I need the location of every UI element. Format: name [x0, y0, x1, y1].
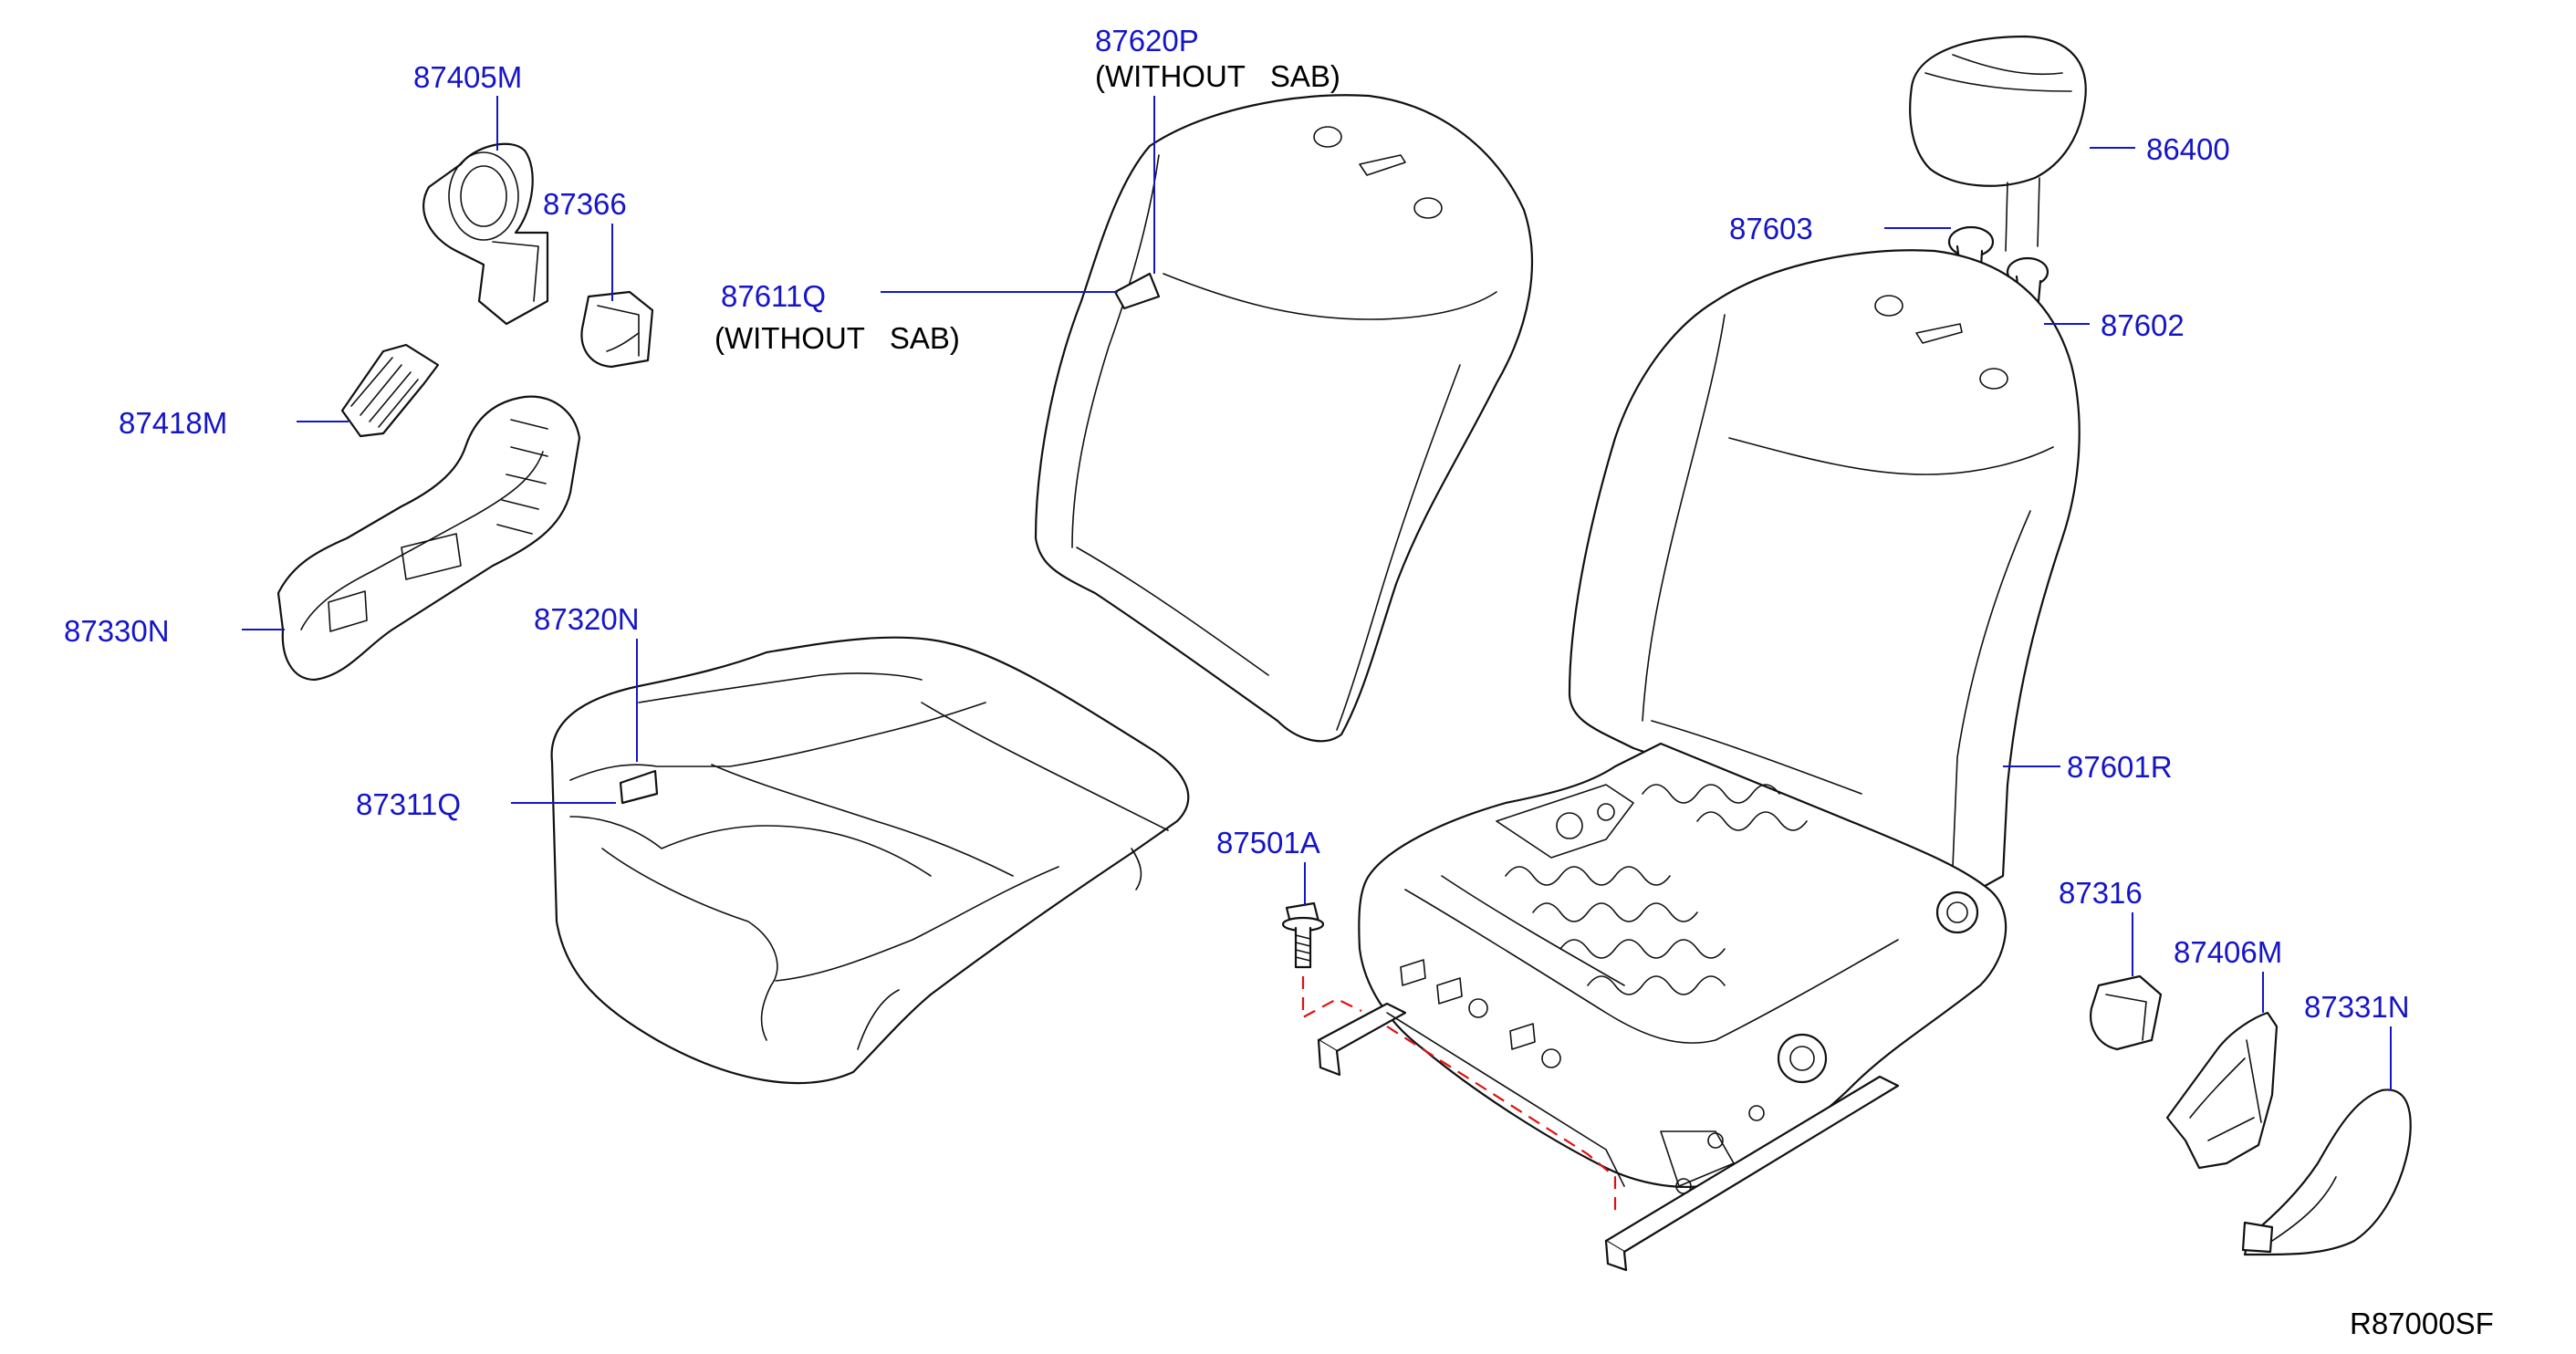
label-87406M: 87406M	[2174, 935, 2282, 969]
note-without-sab-87611Q: (WITHOUT SAB)	[714, 321, 960, 355]
label-87418M: 87418M	[119, 406, 227, 440]
label-87603: 87603	[1729, 212, 1813, 245]
label-87602: 87602	[2101, 308, 2185, 342]
label-87611Q: 87611Q	[721, 279, 826, 313]
label-87316: 87316	[2059, 876, 2143, 910]
headrest-drawing	[1909, 35, 2087, 252]
part-87331N-drawing	[2241, 1088, 2412, 1256]
label-87311Q: 87311Q	[356, 787, 461, 821]
label-87501A: 87501A	[1216, 826, 1320, 859]
seat-assembly-drawing	[1317, 249, 2081, 1272]
part-87406M-drawing	[2165, 1011, 2279, 1170]
label-87320N: 87320N	[534, 602, 640, 636]
label-87330N: 87330N	[64, 614, 170, 648]
label-87620P: 87620P	[1095, 24, 1199, 57]
part-87316-drawing	[2090, 974, 2163, 1051]
label-87331N: 87331N	[2304, 990, 2410, 1024]
label-87601R: 87601R	[2067, 750, 2173, 784]
label-86400: 86400	[2146, 132, 2230, 166]
cushion-trim-drawing	[550, 636, 1190, 1085]
part-87405M-drawing	[422, 142, 549, 326]
leader-lines	[242, 96, 2392, 1090]
bolt-install-guide	[1301, 976, 1617, 1213]
note-without-sab-87620P: (WITHOUT SAB)	[1095, 59, 1340, 93]
back-trim-drawing	[1034, 94, 1533, 743]
part-87330N-drawing	[276, 395, 581, 682]
part-87501A-drawing	[1281, 901, 1325, 969]
label-87366: 87366	[543, 187, 627, 221]
reference-code: R87000SF	[2350, 1307, 2494, 1340]
part-87418M-drawing	[340, 343, 440, 438]
part-87366-drawing	[580, 290, 654, 369]
label-87405M: 87405M	[413, 60, 522, 94]
